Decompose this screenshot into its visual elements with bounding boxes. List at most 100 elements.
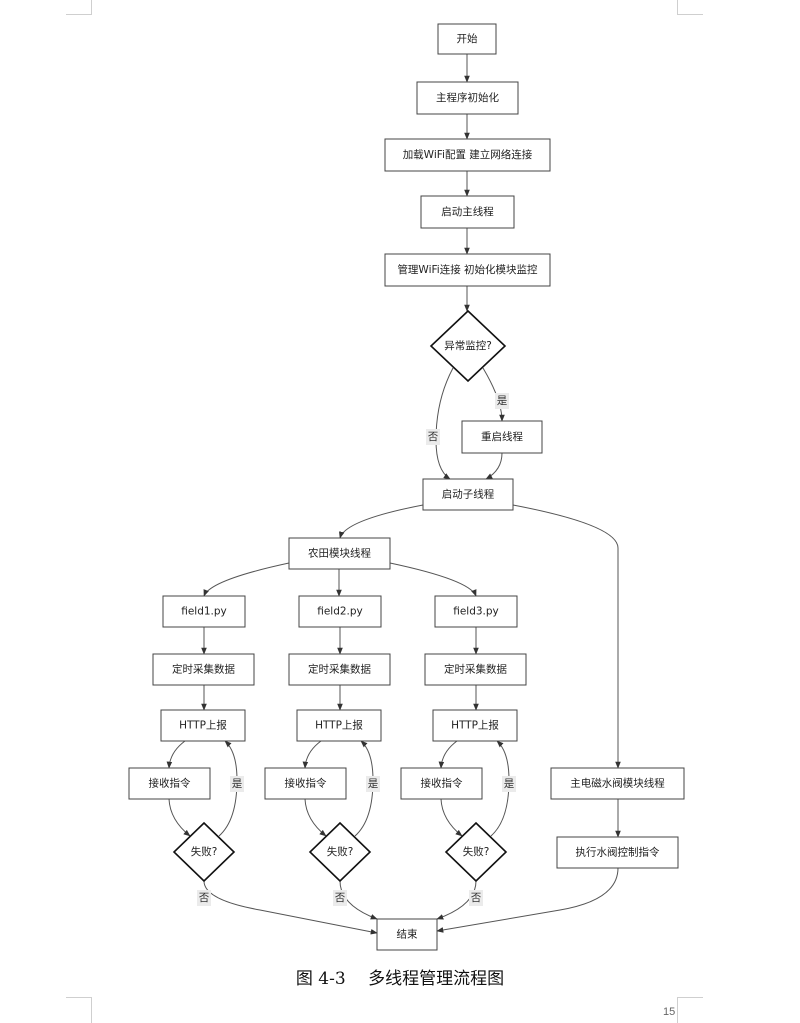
node-http1: HTTP上报 [160,709,246,742]
edge-label-text: 是 [504,778,515,790]
edge-fail2-to-end [339,880,378,920]
node-restart: 重启线程 [461,420,543,454]
edge-label: 否 [469,890,483,906]
node-label: HTTP上报 [451,719,499,732]
node-http3: HTTP上报 [432,709,518,742]
process-box [384,253,551,287]
edge-sub-threads-to-farm-thread [339,504,424,539]
node-label: 加载WiFi配置 建立网络连接 [403,148,533,161]
page-corner-top-left [66,0,92,15]
node-recv1: 接收指令 [128,767,211,800]
process-box [298,595,382,628]
process-box [434,595,518,628]
node-label: 接收指令 [421,777,463,790]
process-box [296,709,382,742]
node-valve-exec: 执行水阀控制指令 [556,836,679,869]
process-box [128,767,211,800]
node-field3: field3.py [434,595,518,628]
edge-label: 否 [426,429,440,445]
decision-diamond [172,821,236,883]
process-box [384,138,551,172]
node-label: 失败? [191,845,218,858]
node-end: 结束 [376,918,438,951]
node-label: HTTP上报 [315,719,363,732]
edge-label-bg [426,429,440,445]
node-label: 定时采集数据 [308,663,371,676]
edge-label: 是 [230,776,244,792]
edge-label-bg [230,776,244,792]
edge-valve-exec-to-end [436,867,619,933]
node-label: 重启线程 [481,430,523,443]
node-label: 主程序初始化 [436,91,499,104]
node-main-init: 主程序初始化 [416,81,519,115]
node-label: 启动子线程 [442,488,495,501]
edge-label-text: 否 [428,431,439,443]
node-label: field2.py [317,606,363,618]
edge-recv3-to-fail3 [440,798,463,837]
node-collect2: 定时采集数据 [288,653,391,686]
edge-label-text: 是 [497,395,508,407]
edge-label-bg [495,393,509,409]
node-label: field1.py [181,606,227,618]
process-box [437,23,497,55]
edge-sub-threads-to-valve-thread [512,504,621,769]
node-label: 启动主线程 [441,205,494,218]
edge-label-bg [502,776,516,792]
node-farm-thread: 农田模块线程 [288,537,391,570]
edge-label-text: 是 [368,778,379,790]
process-box [288,537,391,570]
edge-anomaly-to-sub-threads [435,367,454,480]
node-main-thread: 启动主线程 [420,195,515,229]
process-box [162,595,246,628]
page-corner-bottom-right [677,997,703,1023]
node-anomaly: 异常监控? [429,309,507,383]
node-fail1: 失败? [172,821,236,883]
node-http2: HTTP上报 [296,709,382,742]
edge-http1-to-recv1 [166,740,186,769]
edge-recv1-to-fail1 [168,798,191,837]
process-box [550,767,685,800]
process-box [400,767,483,800]
node-label: field3.py [453,606,499,618]
node-start: 开始 [437,23,497,55]
edge-fail3-to-end [436,880,477,920]
process-box [416,81,519,115]
edge-fail1-to-end [203,880,378,935]
process-box [160,709,246,742]
process-box [461,420,543,454]
node-collect1: 定时采集数据 [152,653,255,686]
edge-label: 是 [495,393,509,409]
node-label: 接收指令 [285,777,327,790]
figure-caption: 图 4-3 多线程管理流程图 [295,969,505,989]
node-label: 异常监控? [444,339,492,352]
edge-farm-thread-to-field3 [389,562,477,597]
node-field1: field1.py [162,595,246,628]
process-box [422,478,514,511]
node-sub-threads: 启动子线程 [422,478,514,511]
edge-label-text: 否 [199,892,210,904]
node-wifi-cfg: 加载WiFi配置 建立网络连接 [384,138,551,172]
decision-diamond [308,821,372,883]
node-label: 定时采集数据 [444,663,507,676]
edge-label-bg [333,890,347,906]
node-fail2: 失败? [308,821,372,883]
edge-label-text: 否 [471,892,482,904]
edge-label-text: 否 [335,892,346,904]
edge-label: 是 [366,776,380,792]
page-corner-top-right [677,0,703,15]
node-label: 定时采集数据 [172,663,235,676]
node-label: 管理WiFi连接 初始化模块监控 [397,263,538,276]
edge-label-bg [469,890,483,906]
page-number: 15 [663,1006,676,1018]
process-box [152,653,255,686]
node-field2: field2.py [298,595,382,628]
node-label: 失败? [327,845,354,858]
page-corner-bottom-left [66,997,92,1023]
edge-farm-thread-to-field1 [203,562,290,597]
edge-label: 是 [502,776,516,792]
node-manage-wifi: 管理WiFi连接 初始化模块监控 [384,253,551,287]
node-label: 农田模块线程 [308,547,371,560]
edge-label: 否 [333,890,347,906]
process-box [264,767,347,800]
